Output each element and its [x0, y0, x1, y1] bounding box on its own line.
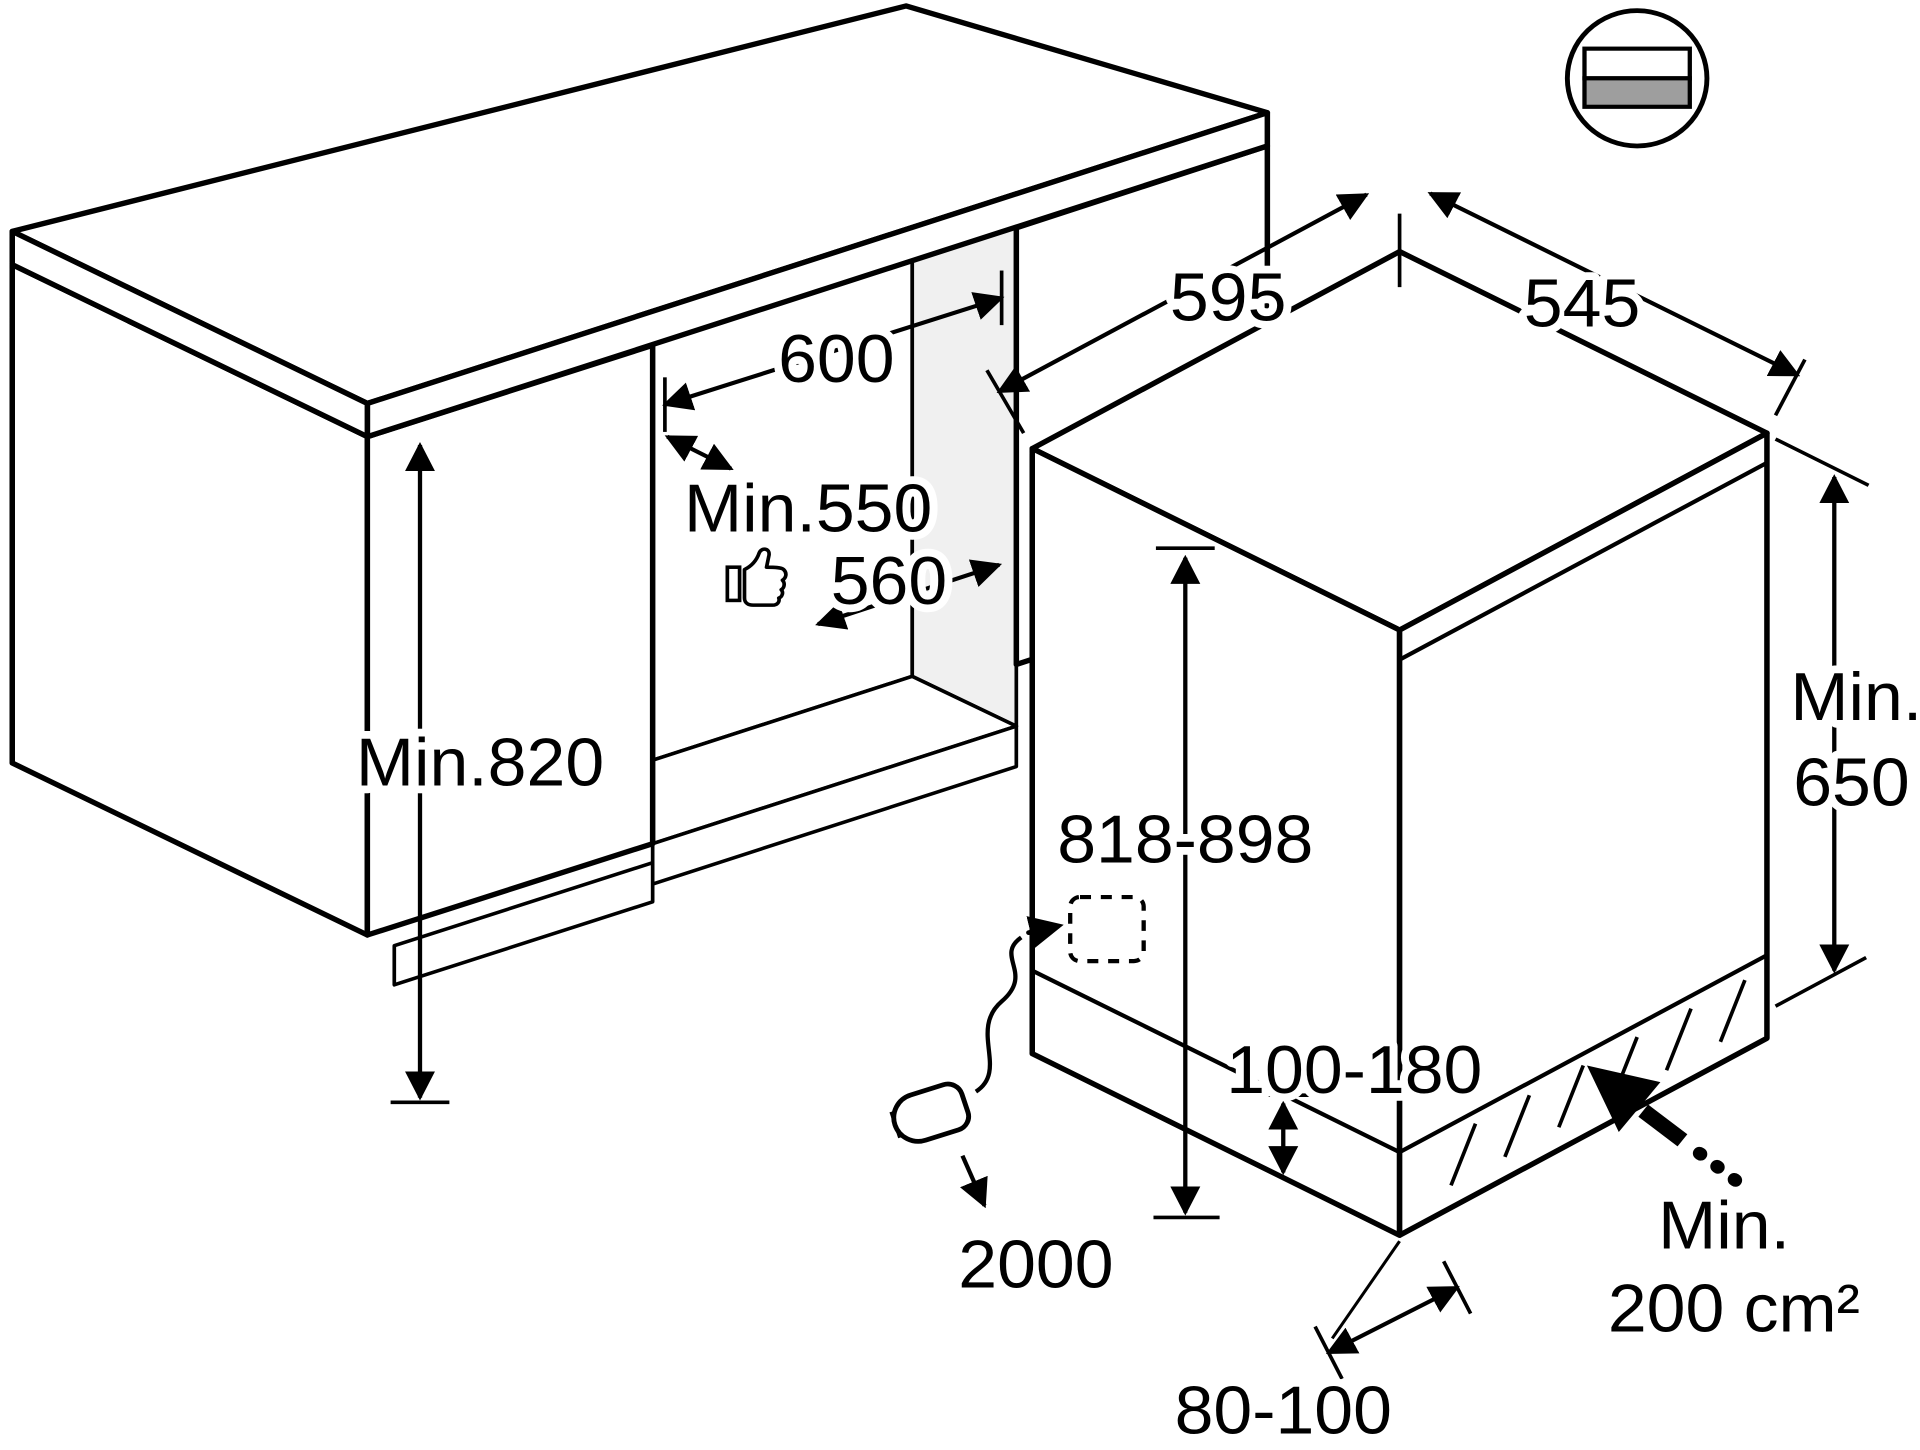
dim-niche-width-bottom: 560	[725, 535, 1003, 630]
badge-furniture-panel-bar	[1582, 46, 1692, 81]
vent-arrow-dots	[1692, 1146, 1756, 1197]
dim-appliance-depth: 545	[1427, 191, 1807, 417]
vent-min-word-label: Min.	[1658, 1187, 1790, 1263]
left-cabinet-plinth	[392, 860, 655, 987]
niche-right-wall	[910, 176, 1019, 728]
dim-tick	[985, 369, 1026, 434]
power-plug-icon	[889, 1081, 972, 1144]
door-height-min-word-label: Min.	[1790, 659, 1920, 735]
plinth-recess-label: 80-100	[1175, 1372, 1392, 1448]
dim-plinth-recess: 80-100	[1167, 1240, 1473, 1450]
dim-line	[662, 292, 1005, 411]
plinth-height-label: 100-180	[1226, 1032, 1482, 1108]
vent-direction-arrow-icon	[1586, 1065, 1661, 1132]
dim-worktop-height: Min.820	[348, 442, 612, 1105]
dishwasher-door-face	[1396, 430, 1770, 1238]
power-cord-group: 2000	[889, 894, 1146, 1310]
cord-label-pointer	[960, 1154, 988, 1209]
door-height-min-value-label: 650	[1793, 745, 1909, 821]
plinth-line-right	[1398, 953, 1768, 1154]
cord-length-label: 2000	[958, 1226, 1113, 1302]
dim-door-height-min: Min. 650	[1774, 437, 1920, 1008]
hatch-strokes	[1449, 979, 1747, 1187]
left-cabinet-front	[364, 342, 656, 938]
thumb-hand	[742, 547, 788, 607]
niche-depth-label: Min.550	[684, 471, 932, 547]
ventilation-group: Min. 200 cm²	[1586, 1065, 1868, 1354]
dim-line	[815, 559, 1003, 630]
door-top-gap-line	[1398, 460, 1768, 662]
vent-area-label: 200 cm²	[1608, 1270, 1860, 1346]
appliance-depth-label: 545	[1524, 265, 1640, 341]
worktop-left-edge	[9, 228, 371, 440]
dim-line	[1325, 1285, 1460, 1355]
appliance-width-label: 595	[1170, 259, 1286, 335]
vent-hatch-lines	[1449, 979, 1747, 1187]
thumbs-up-icon	[725, 547, 788, 607]
dim-line	[664, 434, 734, 471]
niche-width-bottom-label: 560	[831, 543, 947, 619]
plinth-line-left	[1031, 968, 1401, 1155]
cord-curve	[974, 935, 1023, 1094]
dim-niche-depth: Min.550	[664, 434, 940, 554]
dim-appliance-width: 595	[985, 192, 1370, 434]
dim-plinth-height: 100-180	[1218, 1024, 1490, 1176]
niche-width-top-label: 600	[778, 321, 894, 397]
dim-niche-width-top: 600	[662, 270, 1005, 432]
worktop-height-label: Min.820	[356, 724, 604, 800]
outlet-zone-dashed-box	[1068, 894, 1146, 964]
appliance-height-label: 818-898	[1057, 802, 1313, 878]
dim-line	[1427, 191, 1801, 377]
vent-arrow-shaft	[1638, 1104, 1688, 1147]
thumb-cuff	[725, 565, 742, 603]
fully-integrated-panel-icon	[1564, 8, 1710, 149]
dim-tick	[1774, 437, 1870, 487]
badge-appliance-bar	[1582, 76, 1692, 109]
dim-line	[996, 192, 1370, 394]
plug-body	[891, 1081, 972, 1144]
dim-appliance-height: 818-898	[1049, 546, 1321, 1220]
dim-tick	[1774, 956, 1868, 1008]
cord-to-outlet-dotted-arrow	[1026, 916, 1064, 949]
